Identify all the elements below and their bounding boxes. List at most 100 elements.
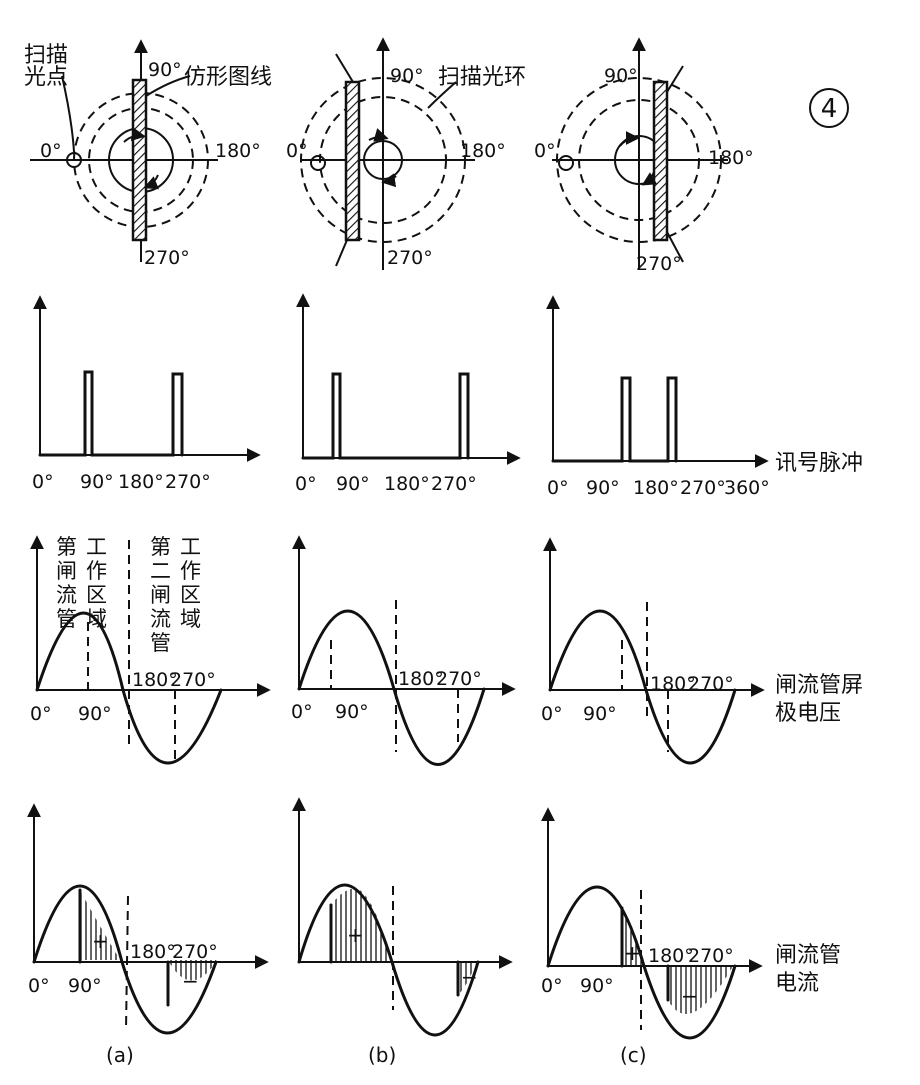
angle-90: 90° <box>336 473 370 495</box>
figure-number-badge: 4 <box>809 88 849 128</box>
angle-90: 90° <box>148 59 182 81</box>
angle-270: 270° <box>431 473 477 495</box>
region-char: 管 <box>56 607 77 631</box>
angle-180: 180° <box>708 147 754 169</box>
sign-plus: + <box>347 923 364 947</box>
positive-current-area <box>80 890 120 960</box>
current-chart-c: + − 0° 90° 180° 270° <box>541 807 763 1040</box>
angle-0: 0° <box>291 701 313 723</box>
row-label-current-line1: 闸流管 <box>775 943 841 968</box>
negative-current-area <box>668 966 733 1015</box>
region-char: 流 <box>56 583 77 607</box>
negative-current-area <box>458 962 476 995</box>
row-label-voltage-line2: 极电压 <box>775 701 841 726</box>
scan-spot-leader <box>61 75 75 153</box>
region-divider <box>125 895 129 1031</box>
scan-diagram-b: 扫描光环 90° 0° 180° 270° <box>286 37 526 270</box>
rotation-arrow-icon <box>368 128 389 142</box>
label-scan-ring: 扫描光环 <box>438 65 526 90</box>
angle-0: 0° <box>28 975 50 997</box>
label-scan-spot-line2: 光点 <box>24 65 68 90</box>
positive-current-area <box>331 888 390 962</box>
voltage-sine-wave <box>297 609 486 766</box>
angle-0: 0° <box>32 471 54 493</box>
angle-0: 0° <box>286 140 308 162</box>
rotation-arrow-icon <box>641 171 658 186</box>
column-label-c: (c) <box>620 1043 647 1067</box>
angle-90: 90° <box>78 703 112 725</box>
region-char: 域 <box>86 607 107 631</box>
angle-180: 180° <box>648 945 694 967</box>
angle-90: 90° <box>583 703 617 725</box>
figure-number-circle <box>809 88 849 128</box>
figure-number: 4 <box>821 94 838 124</box>
angle-270: 270° <box>172 941 218 963</box>
angle-90: 90° <box>604 65 638 87</box>
angle-180: 180° <box>398 668 444 690</box>
angle-0: 0° <box>541 703 563 725</box>
angle-90: 90° <box>80 471 114 493</box>
label-scan-spot-line1: 扫描 <box>24 43 68 68</box>
negative-current-area <box>168 960 216 981</box>
scan-spot-marker <box>310 155 326 171</box>
scan-spot-marker <box>66 152 82 168</box>
rotation-arrow-icon <box>143 174 160 190</box>
pulse-chart-a: 0° 90° 180° 270° <box>32 295 261 493</box>
angle-90: 90° <box>390 65 424 87</box>
region-char: 区 <box>180 583 201 607</box>
voltage-sine-wave <box>548 609 737 765</box>
angle-180: 180° <box>384 473 430 495</box>
sign-plus: + <box>624 941 641 965</box>
angle-270: 270° <box>436 668 482 690</box>
scan-ring-leader <box>427 81 457 109</box>
region-char: 作 <box>86 559 107 583</box>
row-label-signal-pulse: 讯号脉冲 <box>775 451 863 476</box>
current-chart-b: + − <box>292 797 513 1037</box>
region-char: 流 <box>150 607 171 631</box>
angle-180: 180° <box>130 941 176 963</box>
row-label-voltage-line1: 闸流管屏 <box>775 673 863 698</box>
pulse-chart-c: 0° 90° 180° 270° 360° <box>546 295 770 499</box>
waveform-line-leader <box>145 75 191 97</box>
scan-spot-marker <box>558 155 574 171</box>
voltage-chart-a: 0° 90° 180° 270° 第 闸 流 管 工 作 区 域 第 二 闸 流… <box>30 535 271 765</box>
region-char: 工 <box>86 535 107 559</box>
region-char: 闸 <box>150 583 171 607</box>
sign-plus: + <box>92 929 109 953</box>
pulse-waveform <box>551 376 678 463</box>
angle-180: 180° <box>460 140 506 162</box>
angle-0: 0° <box>40 140 62 162</box>
region-label-first: 第 闸 流 管 工 作 区 域 <box>56 535 107 631</box>
rotation-arrow-icon <box>381 173 397 188</box>
angle-270: 270° <box>688 945 734 967</box>
row-label-current-line2: 电流 <box>775 971 819 996</box>
angle-360: 360° <box>724 477 770 499</box>
slant-line <box>666 65 684 93</box>
rotation-arrow-icon <box>123 127 146 143</box>
current-sine-wave <box>32 884 218 1035</box>
angle-180: 180° <box>650 673 696 695</box>
angle-0: 0° <box>541 975 563 997</box>
angle-270: 270° <box>680 477 726 499</box>
region-char: 第 <box>150 535 171 559</box>
angle-180: 180° <box>132 669 178 691</box>
region-char: 管 <box>150 631 171 655</box>
scan-diagram-c: 90° 0° 180° 270° <box>534 37 754 275</box>
angle-270: 270° <box>636 253 682 275</box>
current-sine-wave <box>546 885 737 1040</box>
column-label-b: (b) <box>368 1043 396 1067</box>
angle-180: 180° <box>118 471 164 493</box>
rotation-arrow-icon <box>619 130 640 147</box>
pulse-waveform <box>301 372 470 460</box>
sign-minus: − <box>681 984 698 1008</box>
region-char: 二 <box>150 559 171 583</box>
slant-line <box>666 231 684 263</box>
angle-180: 180° <box>215 140 261 162</box>
current-chart-a: + − 0° 90° 180° 270° <box>27 803 269 1035</box>
waveform-line-bar <box>652 80 669 242</box>
angle-90: 90° <box>586 477 620 499</box>
angle-0: 0° <box>534 140 556 162</box>
angle-270: 270° <box>144 247 190 269</box>
scan-diagram-a: 扫描 光点 仿形图线 90° 0° 180° 270° <box>24 39 272 269</box>
